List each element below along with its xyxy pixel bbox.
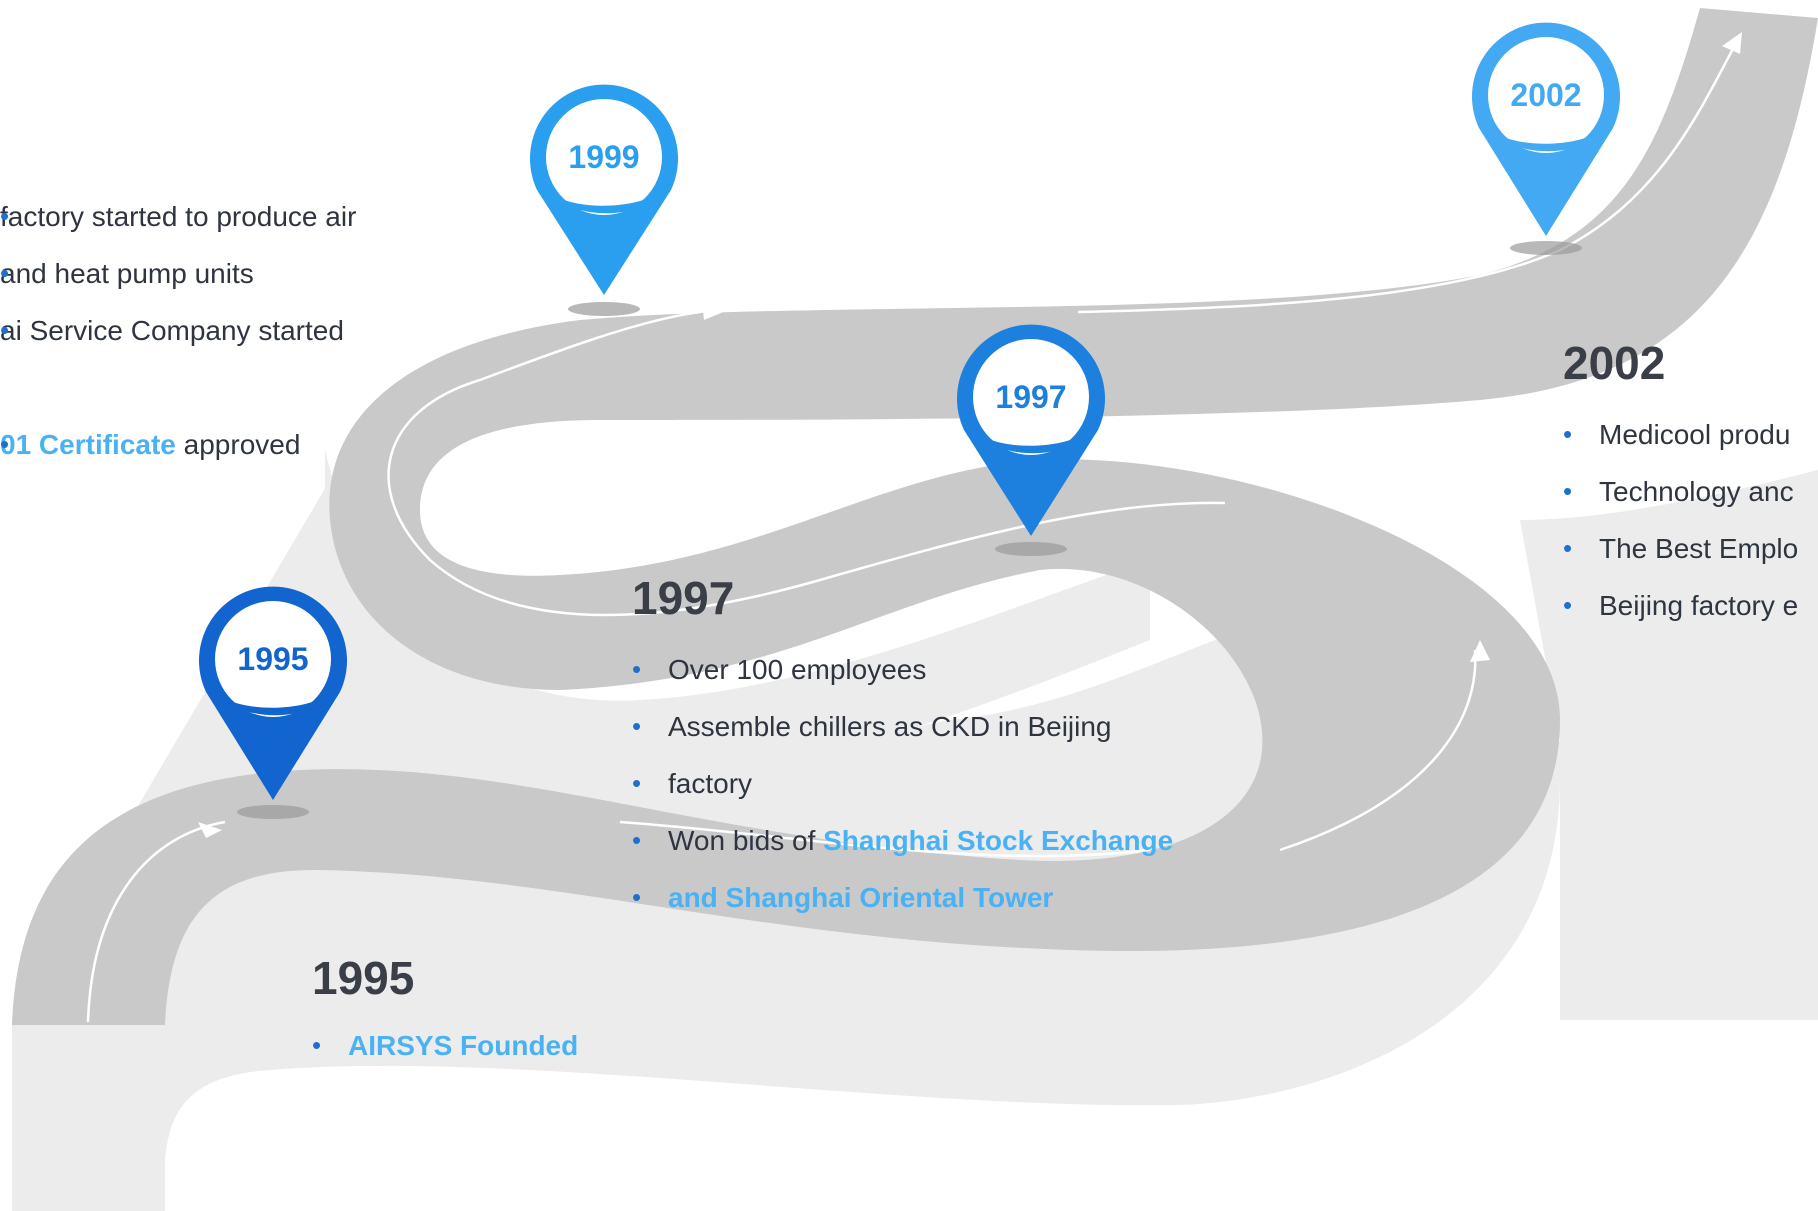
pin-shadow — [1510, 241, 1582, 255]
pin-swoosh — [973, 430, 1089, 454]
list-item: The Best Emplo — [1563, 520, 1798, 577]
pin-swoosh — [215, 692, 331, 716]
text-block-1999: factory started to produce air and heat … — [0, 188, 356, 473]
pin-year-label: 2002 — [1510, 77, 1581, 113]
road-arrow — [1470, 640, 1490, 662]
pin-swoosh — [1488, 128, 1604, 152]
list-item: Technology anc — [1563, 463, 1798, 520]
text-block-1995: 1995 AIRSYS Founded — [312, 955, 578, 1074]
pin-1997: 1997 — [957, 324, 1105, 556]
text-block-2002: 2002 Medicool produ Technology anc The B… — [1563, 340, 1798, 634]
pin-shadow — [995, 542, 1067, 556]
list-item: factory — [632, 755, 1173, 812]
pin-swoosh — [546, 190, 662, 214]
pin-shadow — [237, 805, 309, 819]
block-year-heading: 2002 — [1563, 337, 1666, 389]
pin-1999: 1999 — [530, 84, 678, 316]
list-item: and Shanghai Oriental Tower — [632, 869, 1173, 926]
road-arrow — [702, 302, 728, 320]
list-item: Medicool produ — [1563, 406, 1798, 463]
lane-line — [86, 820, 226, 1023]
list-item: Over 100 employees — [632, 641, 1173, 698]
list-item: Won bids of Shanghai Stock Exchange — [632, 812, 1173, 869]
list-item: Beijing factory e — [1563, 577, 1798, 634]
list-item: and heat pump units — [0, 245, 356, 302]
lane-line — [1077, 44, 1737, 314]
road-arrow — [198, 822, 222, 838]
pin-year-label: 1995 — [237, 641, 308, 677]
list-item: factory started to produce air — [0, 188, 356, 245]
pin-inner-circle — [546, 99, 662, 215]
list-item: ai Service Company started — [0, 302, 356, 359]
pin-inner-circle — [215, 601, 331, 717]
pin-2002: 2002 — [1472, 22, 1620, 255]
pin-year-label: 1999 — [568, 139, 639, 175]
road-arrow — [1722, 32, 1742, 54]
block-year-heading: 1997 — [632, 572, 735, 624]
pin-inner-circle — [973, 339, 1089, 455]
lane-line — [1279, 649, 1477, 852]
pin-shadow — [568, 302, 640, 316]
pin-year-label: 1997 — [995, 379, 1066, 415]
block-year-heading: 1995 — [312, 952, 415, 1004]
list-item: 01 Certificate approved — [0, 416, 356, 473]
lane-line — [387, 310, 1226, 617]
pin-inner-circle — [1488, 37, 1604, 153]
list-item: Assemble chillers as CKD in Beijing — [632, 698, 1173, 755]
list-item: AIRSYS Founded — [312, 1017, 578, 1074]
pin-1995: 1995 — [199, 586, 347, 819]
road-surface — [12, 8, 1818, 1025]
text-block-1997: 1997 Over 100 employees Assemble chiller… — [632, 575, 1173, 926]
